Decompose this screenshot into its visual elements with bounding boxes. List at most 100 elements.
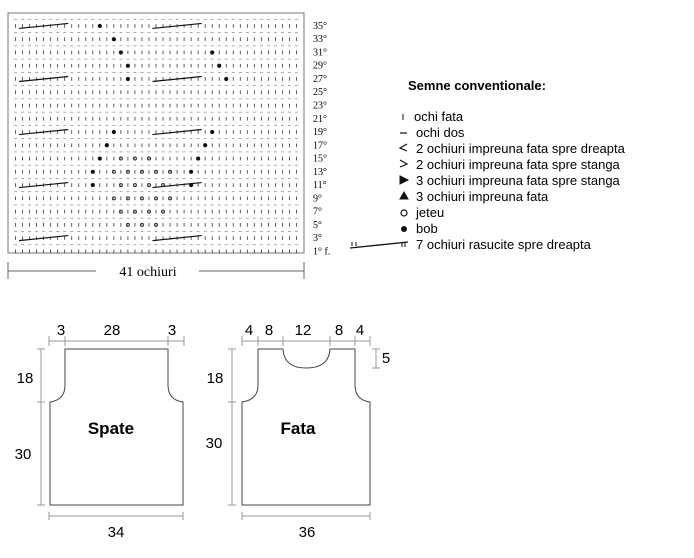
front-bottom-label: 36 [299,524,316,541]
front-neck-depth-label: 5 [382,350,390,367]
row-label: 21° [313,114,327,125]
bobble-icon [210,129,215,135]
cable-7-right-icon [18,234,69,242]
chart-row [15,209,297,214]
back-outline [49,348,184,506]
yarn-over-icon [168,169,173,174]
legend-label-yarn-over: jeteu [415,205,444,220]
k2tog-left-icon [399,159,409,168]
back-side-upper-label: 18 [17,370,34,387]
cable-7-right-icon [349,241,409,249]
yarn-over-icon [132,183,137,188]
yarn-over-icon [118,156,123,161]
front-side-lower-label: 30 [206,435,223,452]
yarn-over-icon [111,169,116,174]
row-label: 17° [313,140,327,151]
back-bottom-label: 34 [108,524,125,541]
k3tog-icon [399,190,409,200]
bobble-icon [196,156,201,161]
cable-7-right-icon [152,128,202,136]
cable-7-right-icon [18,128,69,136]
cable-7-right-icon [18,22,69,30]
row-labels: 35°33°31°29°27°25°23°21°19°17°15°13°11°9… [313,21,330,257]
yarn-over-icon [146,156,151,161]
yarn-over-icon [132,209,137,214]
legend-label-purl: ochi dos [416,125,465,140]
bobble-icon [189,182,194,188]
legend-item-k2tog-right: 2 ochiuri impreuna fata spre dreapta [398,141,626,156]
chart-row [15,181,297,189]
row-label: 1° f. [313,246,330,257]
k3tog-left-icon [399,175,410,185]
chart-row [15,169,297,174]
chart-row [15,143,297,148]
row-label: 13° [313,167,327,178]
chart-row [15,196,297,201]
bobble-icon [97,23,102,29]
legend-label-knit: ochi fata [414,109,464,124]
yarn-over-icon [118,183,123,188]
bobble-icon [210,50,215,55]
yarn-over-icon [118,209,123,214]
chart-row [15,90,297,95]
legend-label-cable: 7 ochiuri rasucite spre dreapta [416,237,592,252]
cable-7-right-icon [18,181,69,189]
row-label: 35° [313,21,327,32]
row-label: 15° [313,154,327,165]
row-label: 3° [313,233,322,244]
chart-width-label: 41 ochiuri [119,265,176,280]
bobble-icon [203,143,208,148]
stitch-chart: 35°33°31°29°27°25°23°21°19°17°15°13°11°9… [7,12,330,280]
row-label: 29° [313,61,327,72]
legend-item-purl: ochi dos [400,125,465,140]
chart-row [15,156,297,161]
back-top-right-label: 3 [168,322,176,339]
bobble-icon [217,63,222,68]
yarn-over-icon [139,196,144,201]
row-label: 33° [313,34,327,45]
chart-row [15,222,297,227]
bobble-icon [90,169,95,174]
row-label: 31° [313,47,327,58]
row-label: 19° [313,127,327,138]
row-label: 5° [313,220,322,231]
bobble-icon [125,76,131,82]
front-piece-name: Fata [281,419,317,438]
yarn-over-icon [146,209,151,214]
bobble-icon [224,76,229,82]
legend-title: Semne conventionale: [408,78,546,93]
front-top-label-5: 4 [356,322,364,339]
front-top-label-1: 4 [245,322,253,339]
back-side-lower-label: 30 [15,446,32,463]
row-label: 23° [313,101,327,112]
legend-item-k3tog-left: 3 ochiuri impreuna fata spre stanga [399,173,621,188]
back-piece: 3 28 3 18 30 34 Spate [15,322,185,541]
legend: Semne conventionale: ochi fata ochi dos … [349,78,626,252]
legend-label-k2tog-right: 2 ochiuri impreuna fata spre dreapta [416,141,626,156]
legend-item-cable: 7 ochiuri rasucite spre dreapta [349,237,592,252]
bobble-icon [111,37,116,42]
legend-item-yarn-over: jeteu [400,205,444,220]
yarn-over-icon [168,196,173,201]
chart-row [15,103,297,108]
yarn-over-icon [132,156,137,161]
yarn-over-icon [161,209,166,214]
chart-row [15,22,297,30]
bobble-icon [104,143,109,148]
cable-7-right-icon [152,75,202,83]
legend-item-bobble: bob [401,221,438,236]
chart-cells [14,18,298,254]
yarn-over-icon [153,222,158,227]
cable-7-right-icon [152,22,202,30]
chart-row [15,63,297,68]
bobble-icon [401,226,407,232]
legend-item-k2tog-left: 2 ochiuri impreuna fata spre stanga [399,157,621,172]
row-label: 25° [313,87,327,98]
yarn-over-icon [125,169,130,174]
chart-row [15,234,297,242]
row-label: 11° [313,180,327,191]
front-top-label-2: 8 [265,322,273,339]
bobble-icon [189,169,194,174]
row-label: 9° [313,193,322,204]
bobble-icon [90,182,95,188]
